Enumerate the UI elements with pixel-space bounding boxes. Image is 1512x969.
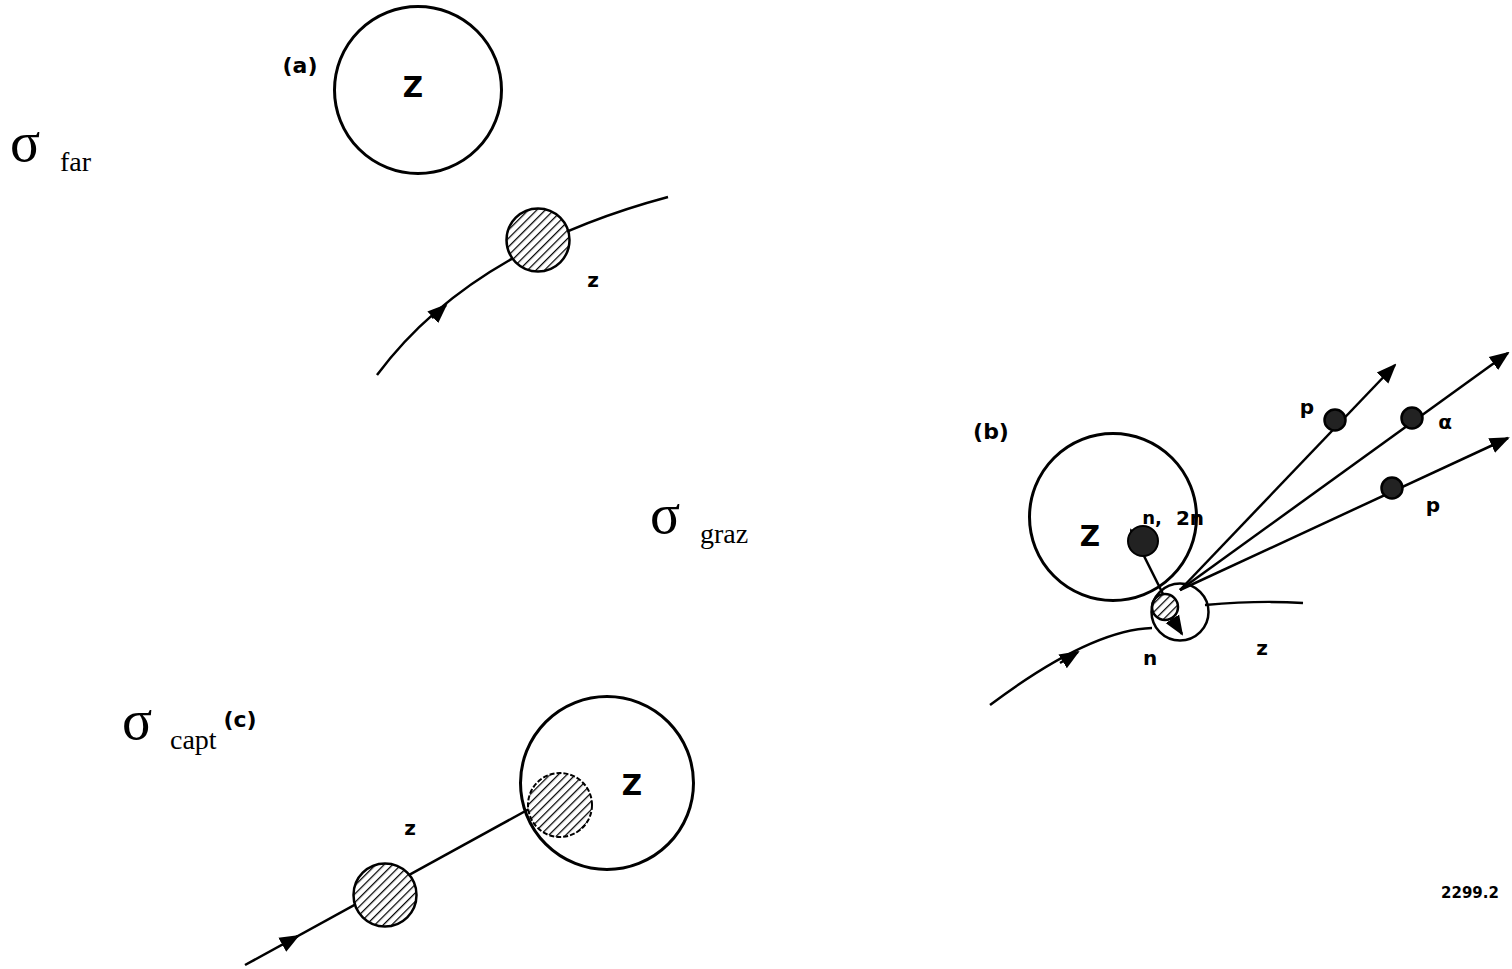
nucleus-label: z <box>587 270 599 290</box>
panel-letter: (a) <box>283 55 318 77</box>
target-nucleus: Z <box>333 5 503 175</box>
circle-outline <box>1150 582 1210 642</box>
circle-outline <box>1380 476 1404 500</box>
circle-outline <box>352 862 418 928</box>
target-nucleus: Z <box>519 695 695 871</box>
direction-arrow <box>1060 652 1078 663</box>
particle-label: n <box>1143 648 1157 668</box>
direction-arrow <box>282 936 298 945</box>
circle-outline <box>1028 432 1198 602</box>
nucleus-label: Z <box>403 74 423 102</box>
projectile-nucleus: z <box>505 207 571 273</box>
cross-section-symbol: σ <box>122 692 152 748</box>
proton-track <box>1180 438 1508 590</box>
panel-letter: (b) <box>973 421 1009 443</box>
nucleus-label: p <box>1300 397 1314 417</box>
nucleus-label: Z <box>622 772 642 800</box>
circle-outline <box>1323 408 1347 432</box>
trajectory <box>990 628 1152 705</box>
neutron-particle <box>1128 526 1158 556</box>
trajectory <box>1205 602 1303 605</box>
cross-section-subscript: graz <box>700 520 748 548</box>
nucleus-label: z <box>1256 638 1268 658</box>
cross-section-subscript: far <box>60 148 91 176</box>
trajectory <box>245 803 540 965</box>
nucleus-label: α <box>1438 412 1452 432</box>
nucleus-label: Z <box>1080 523 1100 551</box>
figure-number: 2299.2 <box>1441 886 1499 901</box>
projectile-nucleus: z <box>352 862 418 928</box>
projectile-nucleus: z <box>1150 582 1210 642</box>
emitted-particle: p <box>1323 408 1347 432</box>
alpha-track <box>1180 353 1508 590</box>
panel-letter: (c) <box>223 709 256 731</box>
captured-nucleus <box>528 773 592 837</box>
direction-arrow <box>432 305 446 318</box>
trajectory <box>377 197 668 375</box>
circle-outline <box>1400 406 1424 430</box>
cross-section-symbol: σ <box>650 486 680 542</box>
nucleus-label: z <box>404 818 416 838</box>
emitted-particle: α <box>1400 406 1424 430</box>
emitted-particle: p <box>1380 476 1404 500</box>
particle-label: 2n <box>1176 508 1204 528</box>
circle-outline <box>519 695 695 871</box>
cross-section-symbol: σ <box>10 114 40 170</box>
target-nucleus: Z <box>1028 432 1198 602</box>
proton-track <box>1180 365 1395 590</box>
cross-section-subscript: capt <box>170 726 217 754</box>
nucleus-label: p <box>1426 495 1440 515</box>
particle-label: n, <box>1142 509 1162 527</box>
circle-outline <box>505 207 571 273</box>
